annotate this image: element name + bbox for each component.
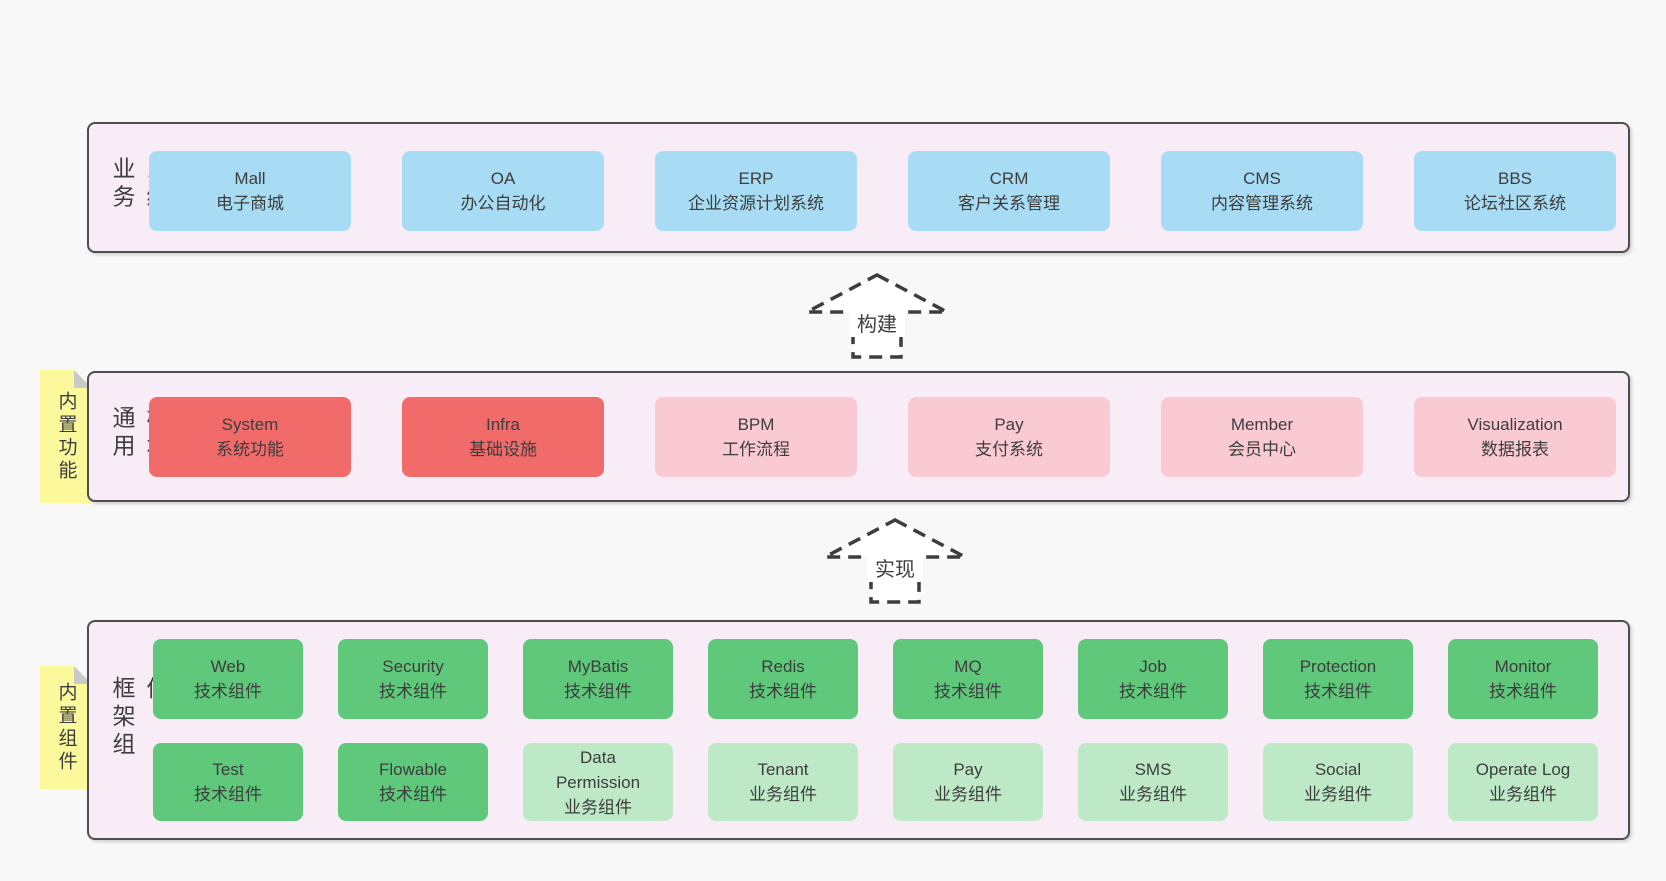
box-protection: Protection 技术组件 (1263, 639, 1413, 719)
box-tenant: Tenant 业务组件 (708, 743, 858, 821)
box-title: SMS (1134, 760, 1172, 779)
box-erp: ERP 企业资源计划系统 (655, 151, 857, 231)
sticky-note-builtin-components: 内置组件 (40, 666, 92, 789)
box-mybatis: MyBatis 技术组件 (523, 639, 673, 719)
box-title: CRM (989, 169, 1029, 188)
box-test: Test 技术组件 (153, 743, 303, 821)
box-oa: OA 办公自动化 (402, 151, 604, 231)
box-title: Operate Log (1475, 760, 1571, 779)
box-subtitle: 内容管理系统 (1211, 194, 1313, 213)
sticky-note-builtin-features: 内置功能 (40, 370, 92, 503)
box-title: BPM (737, 415, 775, 434)
box-pay-biz: Pay 业务组件 (893, 743, 1043, 821)
sticky-note-label: 内置组件 (55, 681, 77, 774)
box-subtitle: 系统功能 (216, 440, 284, 459)
box-system: System 系统功能 (149, 397, 351, 477)
section-framework-components: 框架组件 Web 技术组件 Security 技术组件 MyBatis 技术组件… (87, 620, 1630, 840)
arrow-label-build: 构建 (849, 307, 905, 337)
box-title: Pay (994, 415, 1024, 434)
box-subtitle: 工作流程 (722, 440, 790, 459)
box-title: Pay (953, 760, 983, 779)
box-title: Redis (761, 657, 805, 676)
box-subtitle: 业务组件 (1304, 785, 1372, 804)
box-infra: Infra 基础设施 (402, 397, 604, 477)
box-flowable: Flowable 技术组件 (338, 743, 488, 821)
box-title: Mall (234, 169, 266, 188)
box-subtitle: 数据报表 (1481, 440, 1549, 459)
box-cms: CMS 内容管理系统 (1161, 151, 1363, 231)
box-sms: SMS 业务组件 (1078, 743, 1228, 821)
box-title: Monitor (1494, 657, 1552, 676)
sticky-note-label: 内置功能 (55, 390, 77, 483)
box-subtitle: 企业资源计划系统 (688, 194, 824, 213)
box-subtitle: 电子商城 (216, 194, 284, 213)
box-subtitle: 技术组件 (1119, 682, 1187, 701)
box-subtitle: 技术组件 (194, 785, 262, 804)
box-title: Member (1230, 415, 1294, 434)
box-pay: Pay 支付系统 (908, 397, 1110, 477)
box-subtitle: 技术组件 (194, 682, 262, 701)
box-subtitle: 技术组件 (749, 682, 817, 701)
box-mq: MQ 技术组件 (893, 639, 1043, 719)
box-subtitle: 技术组件 (379, 682, 447, 701)
box-title: CMS (1243, 169, 1281, 188)
box-subtitle: 论坛社区系统 (1464, 194, 1566, 213)
box-operate-log: Operate Log 业务组件 (1448, 743, 1598, 821)
box-title: ERP (738, 169, 774, 188)
box-title: Tenant (757, 760, 809, 779)
box-title: MyBatis (567, 657, 629, 676)
box-visualization: Visualization 数据报表 (1414, 397, 1616, 477)
box-title: Infra (485, 415, 521, 434)
box-title: System (221, 415, 279, 434)
box-social: Social 业务组件 (1263, 743, 1413, 821)
box-subtitle: 业务组件 (1489, 785, 1557, 804)
box-title: Protection (1299, 657, 1377, 676)
box-title: Job (1139, 657, 1167, 676)
box-web: Web 技术组件 (153, 639, 303, 719)
box-subtitle: 技术组件 (934, 682, 1002, 701)
box-bbs: BBS 论坛社区系统 (1414, 151, 1616, 231)
box-title: Data Permission (555, 747, 641, 792)
box-bpm: BPM 工作流程 (655, 397, 857, 477)
box-title: Visualization (1467, 415, 1563, 434)
box-subtitle: 业务组件 (934, 785, 1002, 804)
box-subtitle: 会员中心 (1228, 440, 1296, 459)
box-title: OA (490, 169, 516, 188)
box-redis: Redis 技术组件 (708, 639, 858, 719)
box-data-permission: Data Permission 业务组件 (523, 743, 673, 821)
arrow-label-implement: 实现 (867, 552, 923, 582)
box-subtitle: 业务组件 (564, 797, 632, 817)
box-title: BBS (1497, 169, 1533, 188)
box-member: Member 会员中心 (1161, 397, 1363, 477)
box-monitor: Monitor 技术组件 (1448, 639, 1598, 719)
box-subtitle: 技术组件 (379, 785, 447, 804)
section-business-systems: 业务系统 Mall 电子商城 OA 办公自动化 ERP 企业资源计划系统 CRM… (87, 122, 1630, 253)
box-security: Security 技术组件 (338, 639, 488, 719)
box-subtitle: 支付系统 (975, 440, 1043, 459)
box-subtitle: 办公自动化 (460, 194, 546, 213)
box-subtitle: 技术组件 (1489, 682, 1557, 701)
box-title: Flowable (378, 760, 448, 779)
box-title: MQ (954, 657, 982, 676)
box-subtitle: 业务组件 (749, 785, 817, 804)
box-job: Job 技术组件 (1078, 639, 1228, 719)
box-subtitle: 业务组件 (1119, 785, 1187, 804)
box-subtitle: 技术组件 (564, 682, 632, 701)
box-mall: Mall 电子商城 (149, 151, 351, 231)
box-subtitle: 技术组件 (1304, 682, 1372, 701)
section-common-modules: 通用模块 System 系统功能 Infra 基础设施 BPM 工作流程 Pay… (87, 371, 1630, 502)
box-title: Social (1314, 760, 1362, 779)
box-subtitle: 基础设施 (469, 440, 537, 459)
box-title: Web (210, 657, 246, 676)
box-subtitle: 客户关系管理 (958, 194, 1060, 213)
box-crm: CRM 客户关系管理 (908, 151, 1110, 231)
box-title: Test (212, 760, 244, 779)
box-title: Security (382, 657, 444, 676)
